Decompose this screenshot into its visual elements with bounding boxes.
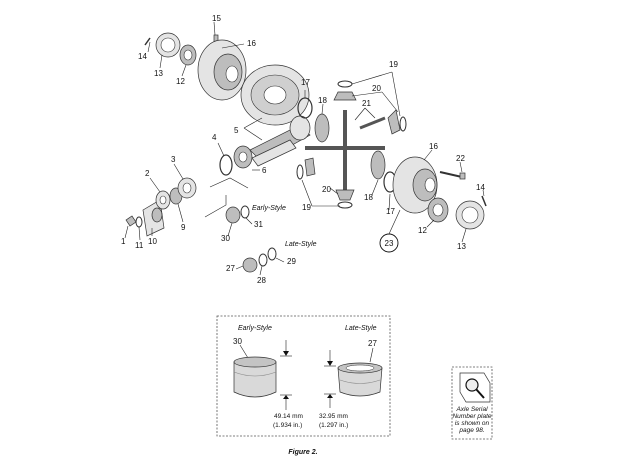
note-line-1: Axle Serial [455,406,488,413]
callout-17-bottom: 17 [386,207,395,216]
figure-caption: Figure 2. [288,449,317,456]
callout-19-bottom: 19 [302,203,311,212]
callout-31: 31 [254,220,263,229]
callout-numbers: 15 16 14 13 12 17 19 20 18 21 5 4 6 16 2… [121,14,485,285]
part-19-thrust-washer-bottom [337,201,353,209]
inset-late-mm: 32.95 mm [319,413,348,420]
part-2-seal [155,190,171,210]
callout-22: 22 [456,154,465,163]
part-21-spider-cross [305,110,386,190]
callout-20-top: 20 [372,84,381,93]
part-19-thrust-washer-left [296,164,304,180]
inset-late-spacer [337,362,383,397]
part-29-shim-late [267,247,277,261]
callout-15: 15 [212,14,221,23]
callout-13-top: 13 [154,69,163,78]
callout-12-top: 12 [176,77,185,86]
part-20-pinion-bottom [335,189,355,201]
callout-16-right: 16 [429,142,438,151]
inset-late-title: Late-Style [345,325,377,332]
part-14-screw-right [481,195,487,207]
part-16-case-half-right [392,156,438,214]
leader-lines [124,21,485,276]
part-18-side-gear-top [314,113,330,143]
part-10-yoke [142,199,165,237]
inset-early-dimension [280,340,292,410]
leader-bracket [204,177,249,218]
callout-27: 27 [226,264,235,273]
callout-16-top: 16 [247,39,256,48]
part-28-shim-late [258,253,268,267]
part-30-spacer-early [225,206,241,224]
part-4-snap-ring [219,154,233,176]
callout-12-right: 12 [418,226,427,235]
part-31-shim-early [240,205,250,219]
inset-late-dimension [324,350,336,408]
callout-20-bottom: 20 [322,185,331,194]
part-6-pinion-bearing [233,145,253,169]
part-12-bearing-cone-top [179,44,197,66]
part-14-screw-top [144,37,151,46]
early-style-label: Early-Style [252,205,286,212]
magnifier-icon [459,372,491,403]
part-22-bolt [439,171,466,180]
callout-3: 3 [171,155,176,164]
callout-21: 21 [362,99,371,108]
inset-late-in: (1.297 in.) [319,422,348,429]
note-line-3: is shown on [455,420,490,427]
callout-14-top: 14 [138,52,147,61]
inset-detail-box: Early-Style Late-Style 30 27 [216,315,391,437]
part-13-bearing-cup-top [155,32,181,58]
inset-early-title: Early-Style [238,325,272,332]
serial-plate-note-box: Axle Serial Number plate is shown on pag… [451,366,493,440]
part-16-case-half-top [197,39,247,101]
callout-6: 6 [262,166,267,175]
part-3-bearing [177,177,197,199]
note-line-4: page 98. [458,427,484,434]
part-11-washer [135,216,143,228]
part-5-ring-gear [240,64,310,126]
callout-30: 30 [221,234,230,243]
late-style-label: Late-Style [285,241,317,248]
part-12-bearing-cone-right [427,197,449,223]
callout-14-right: 14 [476,183,485,192]
part-pinion-shaft [251,139,297,167]
part-27-spacer-late [242,257,258,273]
callout-1: 1 [121,237,126,246]
callout-23: 23 [385,239,394,248]
callout-2: 2 [145,169,150,178]
part-19-thrust-washer-top [337,80,353,88]
callout-9: 9 [181,223,186,232]
callout-13-right: 13 [457,242,466,251]
callout-11: 11 [135,241,144,250]
part-18-side-gear-bottom [370,150,386,180]
callout-18-bottom: 18 [364,193,373,202]
callout-19-top: 19 [389,60,398,69]
callout-28: 28 [257,276,266,285]
inset-early-in: (1.934 in.) [273,422,302,429]
inset-callout-27: 27 [368,339,377,348]
part-1-nut [125,215,137,227]
note-line-2: Number plate [452,413,491,420]
part-23-circle-callout: 23 [379,233,399,253]
inset-callout-30: 30 [233,337,242,346]
callout-18-top: 18 [318,96,327,105]
part-20-pinion-right [387,109,401,135]
part-20-pinion-top [333,91,357,101]
callout-4: 4 [212,133,217,142]
inset-early-mm: 49.14 mm [274,413,303,420]
part-20-pinion-left [304,157,316,177]
callout-5: 5 [234,126,239,135]
part-19-thrust-washer-right [399,116,407,132]
callout-29: 29 [287,257,296,266]
callout-10: 10 [148,237,157,246]
inset-early-spacer [233,356,277,398]
part-13-bearing-cup-right [455,200,485,230]
callout-17-top: 17 [301,78,310,87]
